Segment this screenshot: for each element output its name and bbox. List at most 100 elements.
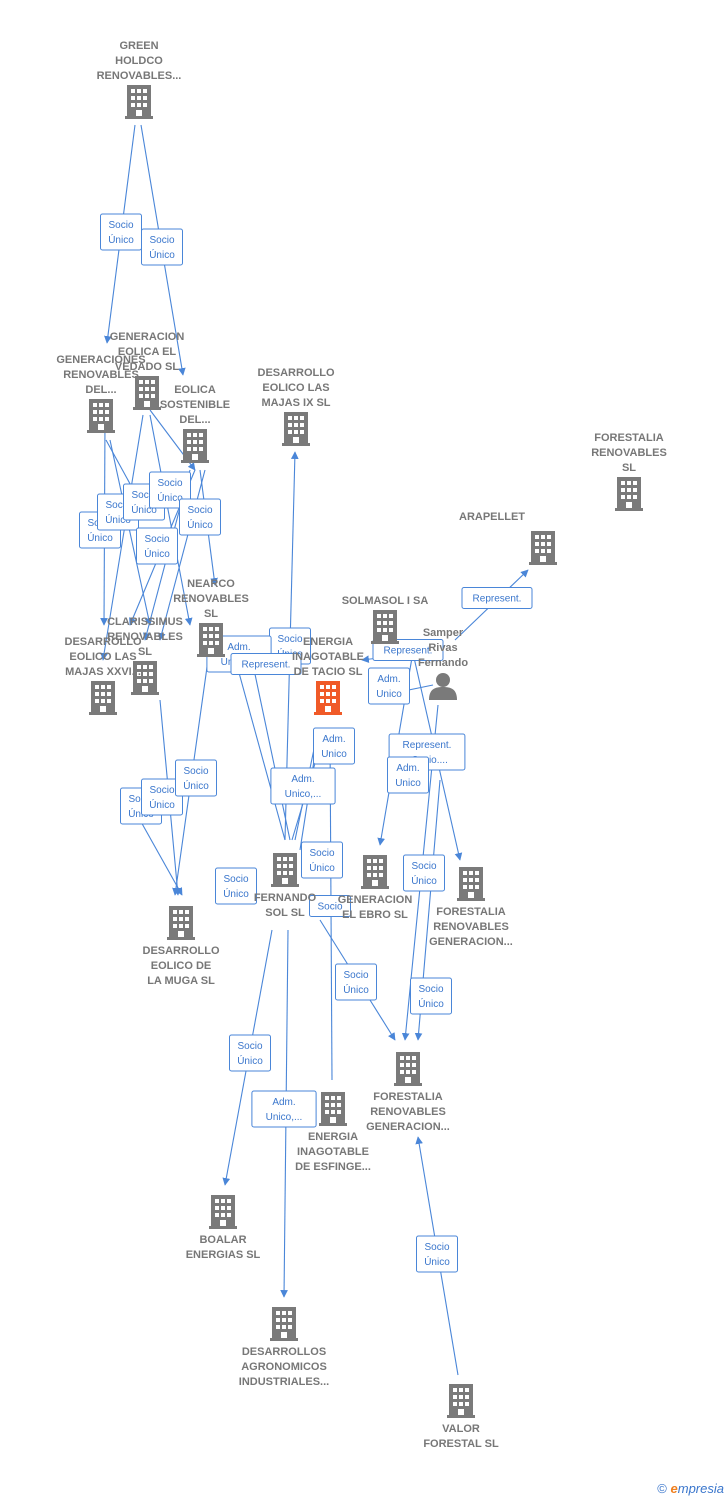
relationship-label-box[interactable] (410, 977, 452, 1015)
person-icon (429, 673, 457, 700)
relationship-label[interactable]: Adm.Unico (368, 667, 410, 705)
relationship-label-text: Único (149, 248, 175, 261)
node-label: SL (204, 608, 218, 620)
node-eol-sost[interactable]: EOLICASOSTENIBLEDEL... (160, 384, 230, 463)
relationship-label[interactable]: Represent. (372, 639, 444, 661)
relationship-label-box[interactable] (301, 841, 343, 879)
node-label: ENERGIA (308, 1131, 358, 1143)
node-fore-gen1[interactable]: FORESTALIARENOVABLESGENERACION... (429, 867, 513, 948)
node-label: DEL... (85, 384, 116, 396)
relationship-label[interactable]: Adm.Unico (387, 756, 429, 794)
relationship-label[interactable]: Adm.Unico,... (251, 1090, 317, 1128)
relationship-label-box[interactable] (461, 587, 533, 609)
node-green[interactable]: GREENHOLDCORENOVABLES... (97, 40, 182, 119)
relationship-label-box[interactable] (372, 639, 444, 661)
relationship-label-text: Único (87, 531, 113, 544)
node-fore-gen2[interactable]: FORESTALIARENOVABLESGENERACION... (366, 1052, 450, 1133)
relationship-label-box[interactable] (230, 653, 302, 675)
relationship-label[interactable]: Adm.Unico (313, 727, 355, 765)
relationship-label[interactable]: Represent. (230, 653, 302, 675)
relationship-label-text: Socio (277, 634, 302, 645)
relationship-label-box[interactable] (270, 767, 336, 805)
relationship-label-box[interactable] (179, 498, 221, 536)
relationship-label-text: Socio (418, 984, 443, 995)
node-label: SOLMASOL I SA (342, 595, 429, 607)
building-icon (167, 906, 195, 940)
relationship-label-box[interactable] (387, 756, 429, 794)
footer-brand: © empresia (657, 1481, 724, 1496)
relationship-label-box[interactable] (175, 759, 217, 797)
node-label: GENERACION (110, 331, 185, 343)
node-gen-ren[interactable]: GENERACIONESRENOVABLESDEL... (56, 354, 146, 433)
node-label: RENOVABLES (63, 369, 139, 381)
relationship-label[interactable]: Socio (309, 895, 351, 917)
empresia-logo[interactable]: empresia (670, 1481, 724, 1496)
node-label: LA MUGA SL (147, 975, 215, 987)
relationship-label-box[interactable] (141, 228, 183, 266)
building-icon (125, 85, 153, 119)
relationship-label-box[interactable] (403, 854, 445, 892)
node-label: EOLICA (174, 384, 216, 396)
building-icon (89, 681, 117, 715)
relationship-label-box[interactable] (141, 778, 183, 816)
relationship-label-box[interactable] (313, 727, 355, 765)
relationship-label-box[interactable] (251, 1090, 317, 1128)
relationship-edge (149, 414, 193, 626)
relationship-label-box[interactable] (416, 1235, 458, 1273)
relationship-label-text: Único (149, 798, 175, 811)
relationship-label-text: Único (187, 518, 213, 531)
node-label: SL (622, 462, 636, 474)
node-solmasol[interactable]: SOLMASOL I SA (342, 595, 429, 644)
node-label: FERNANDO (254, 892, 317, 904)
relationship-label-text: Unico,... (285, 789, 322, 800)
relationship-label-text: Adm. (272, 1097, 295, 1108)
relationship-label-box[interactable] (335, 963, 377, 1001)
node-label: DESARROLLO (258, 367, 335, 379)
relationship-label-box[interactable] (368, 667, 410, 705)
node-label: ENERGIA (303, 636, 353, 648)
relationship-label-box[interactable] (309, 895, 351, 917)
node-arapellet[interactable]: ARAPELLET (459, 511, 557, 565)
node-agro[interactable]: DESARROLLOSAGRONOMICOSINDUSTRIALES... (239, 1307, 329, 1388)
relationship-label-box[interactable] (229, 1034, 271, 1072)
relationship-label-box[interactable] (215, 867, 257, 905)
relationship-label-text: Socio (424, 1242, 449, 1253)
relationship-label[interactable]: Represent. (461, 587, 533, 609)
relationship-edge (158, 469, 206, 641)
node-label: INAGOTABLE (297, 1146, 369, 1158)
relationship-label-text: Único (108, 233, 134, 246)
building-icon (319, 1092, 347, 1126)
relationship-label-text: Socio (144, 534, 169, 545)
relationship-label-text: Socio (343, 970, 368, 981)
relationship-label-box[interactable] (136, 527, 178, 565)
relationship-label[interactable]: Adm.Unico,... (270, 767, 336, 805)
relationship-label-text: Represent. (403, 740, 452, 751)
